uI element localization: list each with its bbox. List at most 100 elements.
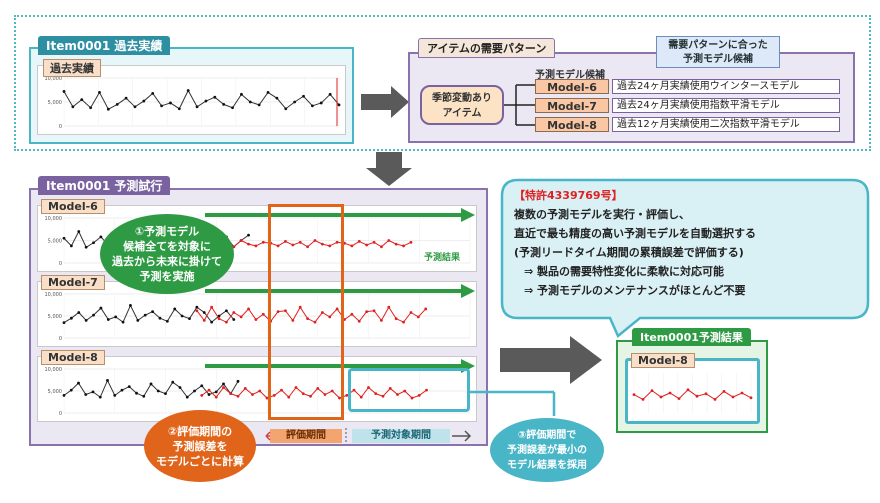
actual-point (232, 318, 236, 321)
model-8-desc: 過去12ヶ月実績使用二次指数平滑モデル (612, 117, 840, 132)
actual-series-line (63, 89, 340, 110)
tick-label: 5,000 (48, 100, 62, 106)
result-tab: Item0001予測結果 (632, 328, 751, 346)
actual-point (204, 99, 208, 103)
actual-point (84, 319, 88, 322)
actual-point (236, 379, 240, 383)
actual-point (71, 105, 75, 109)
forecast-series-line (196, 306, 427, 323)
actual-point (328, 92, 332, 96)
forecast-point (214, 395, 218, 399)
arrow-right-result-icon (500, 336, 602, 384)
forecast-point (387, 305, 391, 309)
actual-point (77, 230, 81, 233)
evaluation-period-box (268, 204, 344, 420)
actual-point (158, 316, 162, 320)
actual-point (120, 388, 124, 392)
forecast-point (740, 391, 744, 395)
forecast-point (247, 307, 250, 311)
callout-1-line4: 予測を実施 (139, 270, 195, 283)
actual-point (98, 395, 102, 399)
tick-label: 0 (59, 336, 62, 342)
tick-label: 0 (59, 124, 62, 130)
forecast-point (345, 394, 349, 397)
forecast-point (352, 388, 356, 392)
forecast-point (258, 389, 262, 393)
forecast-point (425, 388, 428, 392)
actual-point (149, 382, 153, 386)
result-chart-svg (632, 373, 753, 413)
patent-line3: (予測リードタイム期間の累積誤差で評価する) (514, 246, 744, 259)
actual-point (195, 305, 199, 309)
forecast-result-label: 予測結果 (424, 253, 461, 263)
forecast-point (243, 386, 247, 390)
forecast-point (276, 310, 280, 313)
forecast-point (359, 395, 363, 399)
actual-point (84, 245, 88, 249)
forecast-point (381, 394, 385, 398)
forecast-point (650, 389, 654, 392)
seasonal-line2: アイテム (442, 108, 482, 119)
forecast-point (335, 240, 339, 244)
forecast-point (291, 243, 295, 247)
actual-point (302, 94, 305, 98)
forecast-point (313, 320, 317, 324)
forecast-point (677, 397, 681, 400)
forecast-point (372, 309, 376, 313)
actual-point (84, 393, 88, 396)
forecast-point (320, 311, 324, 314)
forecast-point (247, 242, 250, 246)
forecast-point (265, 396, 269, 400)
actual-point (222, 103, 226, 106)
actual-point (210, 320, 214, 324)
model-7-desc: 過去24ヶ月実績使用指数平滑モデル (612, 98, 840, 113)
forecast-point (704, 392, 708, 396)
callout-2: ②評価期間の 予測誤差を モデルごとに計算 (144, 410, 256, 482)
forecast-point (272, 394, 276, 397)
callout-1-line2: 候補全てを対象に (123, 240, 211, 253)
forecast-point (225, 320, 228, 324)
callout-1: ①予測モデル 候補全てを対象に 過去から未来に掛けて 予測を実施 (100, 214, 234, 294)
forecast-point (323, 393, 327, 396)
actual-point (69, 388, 73, 392)
actual-point (98, 91, 101, 94)
target-period-label: 予測対象期間 (352, 429, 450, 443)
forecast-point (291, 319, 295, 322)
forecast-point (350, 244, 354, 248)
forecast-point (367, 386, 370, 389)
forecast-point (239, 315, 243, 319)
forecast-point (409, 240, 413, 244)
model-8-tag: Model-8 (535, 117, 609, 132)
model-6-trend-arrow (205, 208, 475, 222)
actual-point (92, 241, 95, 245)
forecast-point (659, 395, 663, 399)
forecast-point (251, 393, 254, 396)
actual-point (129, 304, 132, 307)
forecast-point (380, 319, 383, 322)
forecast-point (222, 386, 225, 389)
actual-point (124, 96, 128, 100)
actual-point (69, 316, 73, 320)
model-8-chart-tab: Model-8 (41, 350, 105, 365)
forecast-series-line (633, 389, 752, 401)
eval-period-label: 評価期間 (270, 429, 342, 443)
patent-line5: ⇒ 予測モデルのメンテナンスがほとんど不要 (524, 284, 746, 297)
forecast-point (372, 240, 376, 244)
tick-label: 5,000 (48, 389, 62, 395)
actual-point (337, 103, 341, 107)
actual-point (284, 107, 288, 111)
tick-label: 5,000 (48, 314, 62, 320)
actual-point (178, 386, 182, 389)
forecast-point (394, 317, 398, 321)
forecast-point (394, 242, 398, 246)
actual-point (319, 101, 323, 105)
actual-point (121, 320, 125, 324)
forecast-point (335, 307, 339, 311)
callout-2-line2: 予測誤差を (172, 439, 228, 453)
forecast-point (313, 239, 317, 242)
callout-2-line1: ②評価期間の (167, 424, 233, 438)
model-7-trend-arrow (205, 284, 475, 298)
actual-point (133, 105, 137, 109)
forecast-point (330, 389, 334, 393)
